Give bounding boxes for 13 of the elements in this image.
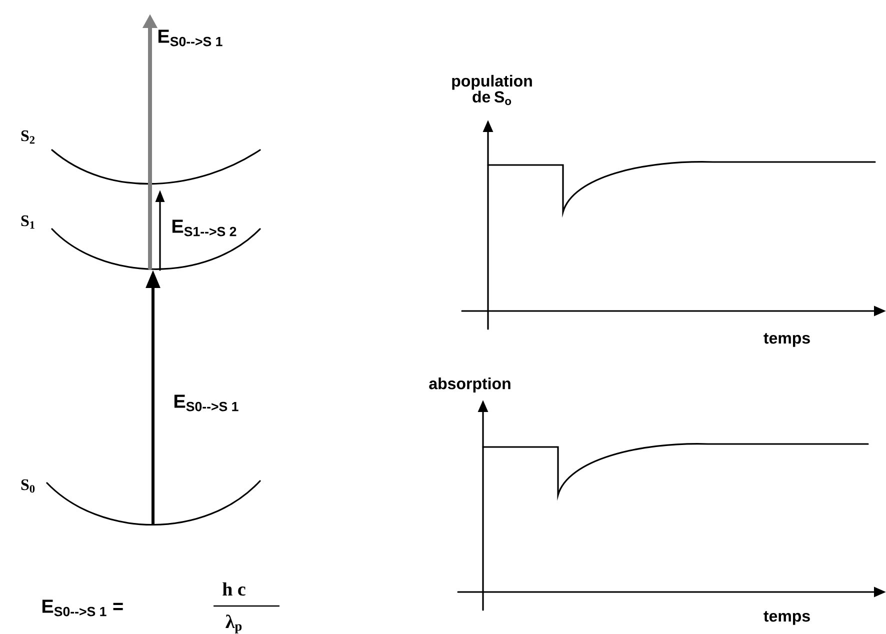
energy-label: E$_{S0-->S 1}$ xyxy=(174,394,238,412)
fraction-numerator: h c xyxy=(222,582,246,596)
formula-text: E$_{S0-->S 1}$ = xyxy=(42,600,123,616)
energy-label: E$_{S1-->S 2}$ xyxy=(172,220,236,236)
energy-label: E$_{S0-->S 1}$ xyxy=(158,30,222,46)
axis-label: temps xyxy=(764,611,810,625)
fraction-denominator: λ$_{p}$ xyxy=(226,614,242,634)
axis-label: absorption xyxy=(429,378,510,392)
state-label: S$_{2}$ xyxy=(21,130,35,144)
state-label: S$_{0}$ xyxy=(21,479,35,493)
axis-label: temps xyxy=(764,333,810,347)
axis-label: population de S$_{o}$ xyxy=(452,74,532,106)
state-label: S$_{1}$ xyxy=(21,215,34,229)
